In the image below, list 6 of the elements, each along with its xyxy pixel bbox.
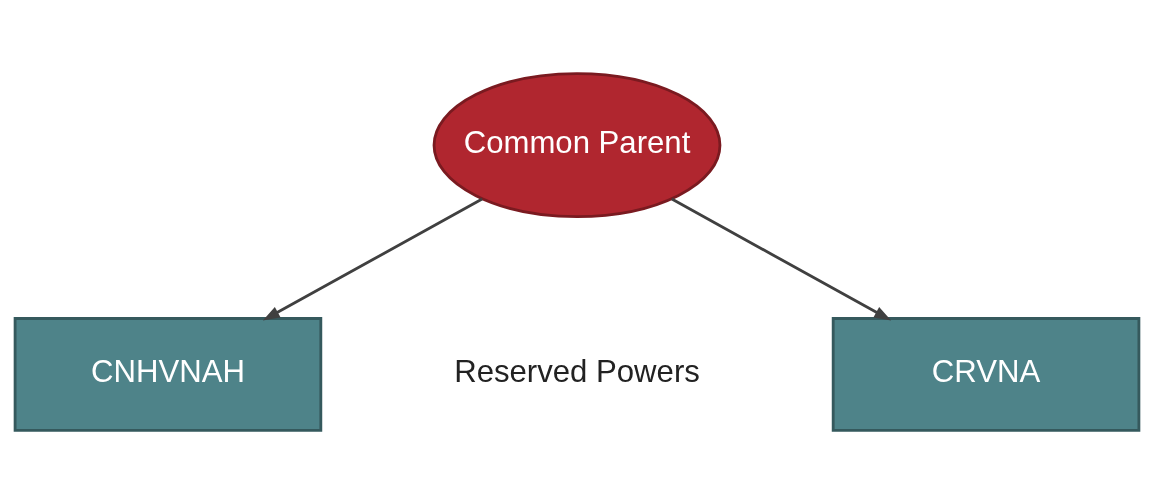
label: Reserved Powers — [454, 353, 700, 389]
arrow — [671, 197, 892, 320]
node-ellipse: Common Parent — [432, 71, 722, 218]
node-box: CRVNA — [831, 316, 1141, 432]
node-box: CNHVNAH — [13, 316, 323, 432]
arrow — [262, 197, 483, 320]
